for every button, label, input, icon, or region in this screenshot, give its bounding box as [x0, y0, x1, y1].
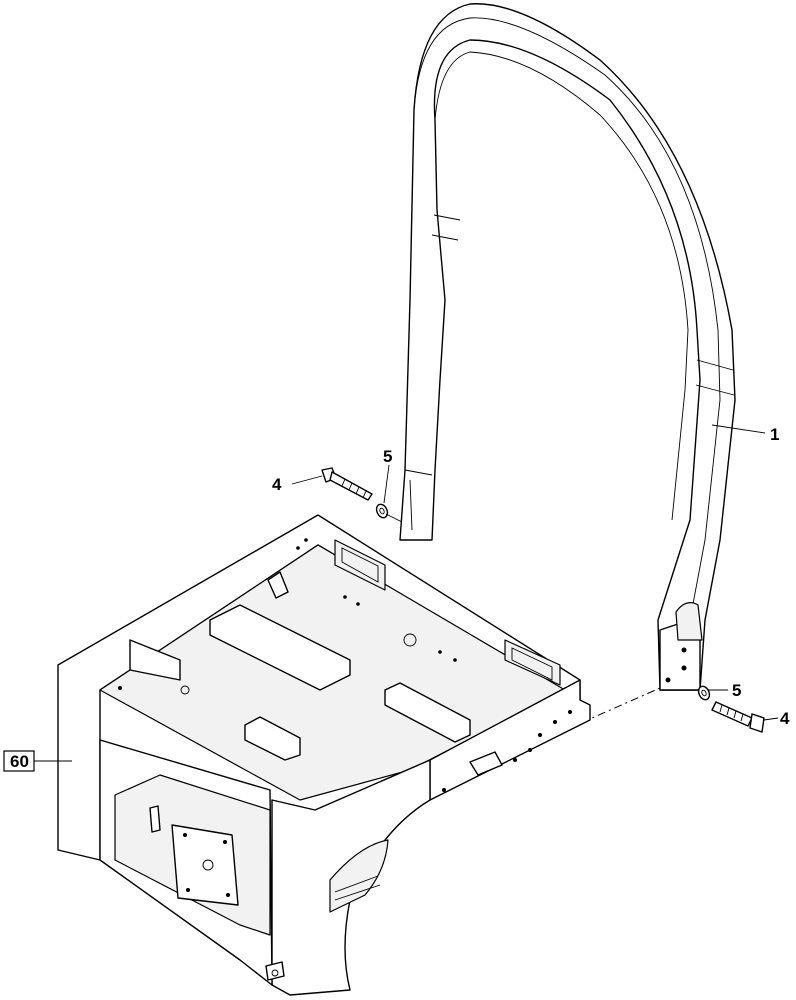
- washer-right: [697, 685, 711, 701]
- callout-5-left: 5: [383, 447, 392, 504]
- roll-bar: [399, 3, 736, 691]
- callout-1-label: 1: [770, 425, 779, 444]
- callout-5-right: 5: [708, 681, 741, 700]
- callout-5-left-label: 5: [383, 447, 392, 466]
- callout-4-left: 4: [272, 475, 323, 494]
- callout-60: 60: [3, 750, 72, 772]
- callout-1: 1: [711, 424, 779, 444]
- bolt-left: [321, 467, 373, 501]
- washer-left: [375, 503, 389, 519]
- callout-5-right-label: 5: [732, 681, 741, 700]
- left-bolt-axis: [385, 513, 403, 523]
- callout-4-right: 4: [763, 709, 790, 728]
- callout-4-right-label: 4: [780, 709, 790, 728]
- ref-box-label: 60: [10, 752, 29, 771]
- platform-assembly: [57, 514, 591, 996]
- bolt-right: [711, 701, 765, 733]
- callout-4-left-label: 4: [272, 475, 282, 494]
